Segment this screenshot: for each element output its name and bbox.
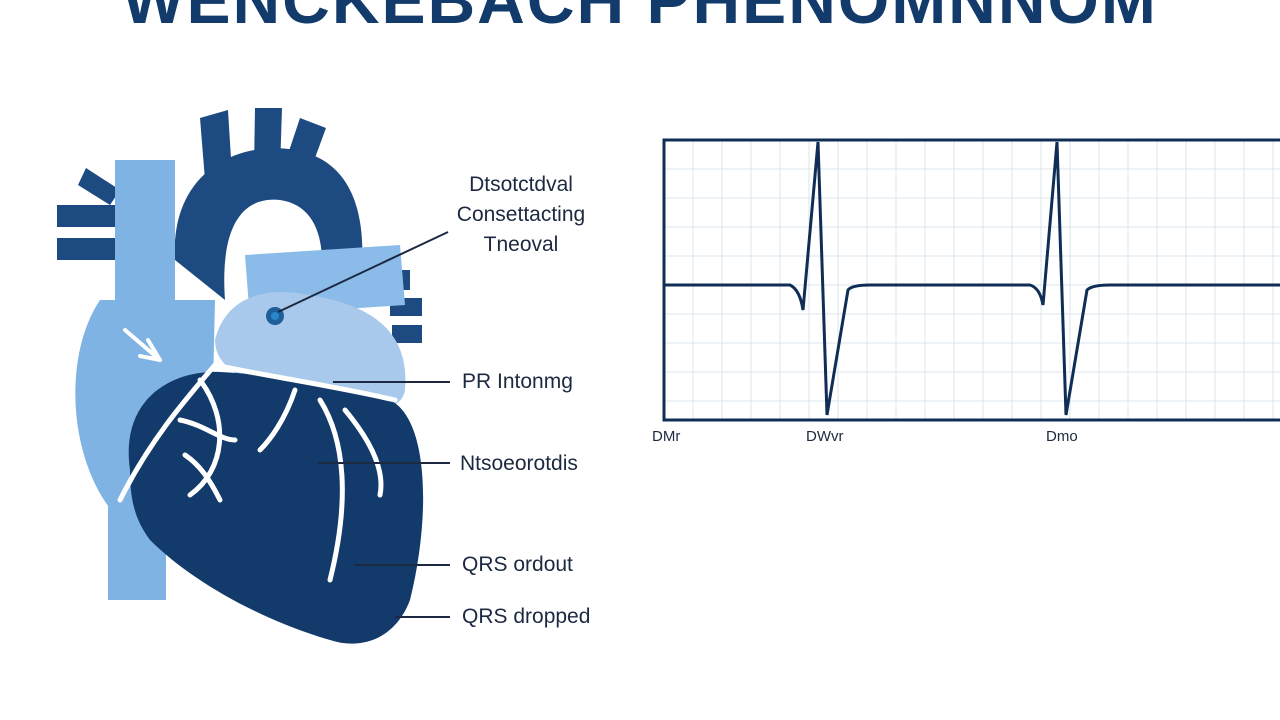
ecg-trace <box>664 141 1280 416</box>
flow-arrow-icon <box>123 328 162 362</box>
ecg-xtick-1: DMr <box>652 428 681 445</box>
qrs-dropped-label: QRS dropped <box>462 605 591 628</box>
pr-interval-label: PR Intonmg <box>462 370 573 393</box>
interval-label: Dtsotctdval Consettacting Tneoval <box>436 170 606 260</box>
ventricles <box>128 371 424 644</box>
coronary-arteries <box>117 362 398 583</box>
ecg-xtick-2: DWvr <box>806 428 844 445</box>
interval-label-line-2: Consettacting <box>456 203 586 226</box>
ecg-frame <box>662 138 1280 422</box>
ecg-xtick-3: Dmo <box>1046 428 1078 445</box>
ventricle-label: Ntsoeorotdis <box>460 452 578 475</box>
leader-lines <box>277 231 450 618</box>
ecg-grid <box>664 140 1280 420</box>
page-title: WENCKEBACH PHENOMNNOM <box>122 0 1158 37</box>
qrs-output-label: QRS ordout <box>462 553 573 576</box>
interval-label-line-3: Tneoval <box>483 233 559 256</box>
interval-label-line-1: Dtsotctdval <box>469 173 573 196</box>
aortic-arch <box>174 108 363 300</box>
